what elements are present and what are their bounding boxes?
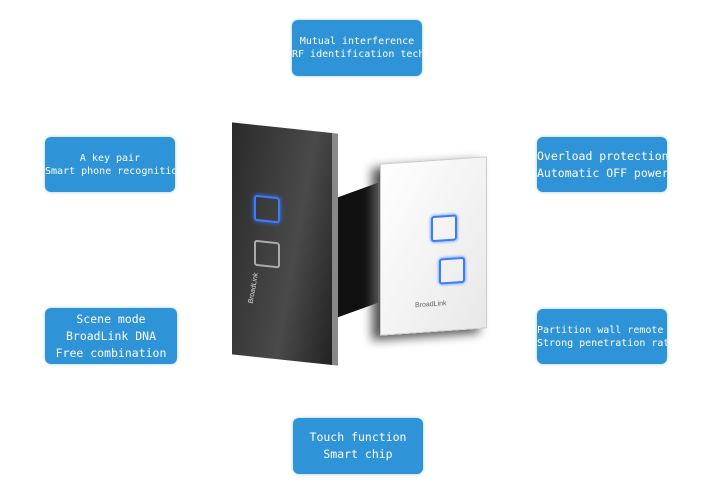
feature-line: Smart phone recognition <box>45 165 175 177</box>
switch-button <box>254 239 280 269</box>
brand-logo: BroadLink <box>247 272 260 305</box>
feature-line: Scene mode <box>76 311 146 326</box>
switch-button-led <box>439 256 465 285</box>
feature-line: Free combination <box>55 345 167 360</box>
black-switch: BroadLink <box>232 122 338 366</box>
feature-box-scene-mode: Scene mode BroadLink DNA Free combinatio… <box>45 308 177 364</box>
feature-line: RF identification technolog <box>292 49 422 60</box>
feature-box-overload: Overload protection Automatic OFF power <box>537 137 667 192</box>
feature-line: Mutual interference <box>299 36 415 47</box>
feature-line: BroadLink DNA <box>65 328 156 343</box>
feature-box-partition-wall: Partition wall remote contro Strong pene… <box>537 309 667 364</box>
feature-line: Strong penetration rate <box>537 337 667 349</box>
feature-box-touch: Touch function Smart chip <box>293 418 423 474</box>
feature-line: Partition wall remote contro <box>537 324 667 336</box>
brand-logo: BroadLink <box>415 300 447 310</box>
black-switch-back <box>338 182 378 318</box>
switch-button-led <box>431 214 457 243</box>
feature-line: Touch function <box>309 430 407 444</box>
feature-line: Automatic OFF power <box>537 165 667 180</box>
feature-line: Overload protection <box>537 148 667 163</box>
feature-line: A key pair <box>79 152 141 164</box>
feature-box-key-pair: A key pair Smart phone recognition <box>45 137 175 192</box>
white-switch: BroadLink <box>380 156 487 336</box>
feature-line: Smart chip <box>323 447 393 461</box>
feature-box-interference: Mutual interference RF identification te… <box>292 20 422 76</box>
switch-button-led <box>254 194 280 224</box>
